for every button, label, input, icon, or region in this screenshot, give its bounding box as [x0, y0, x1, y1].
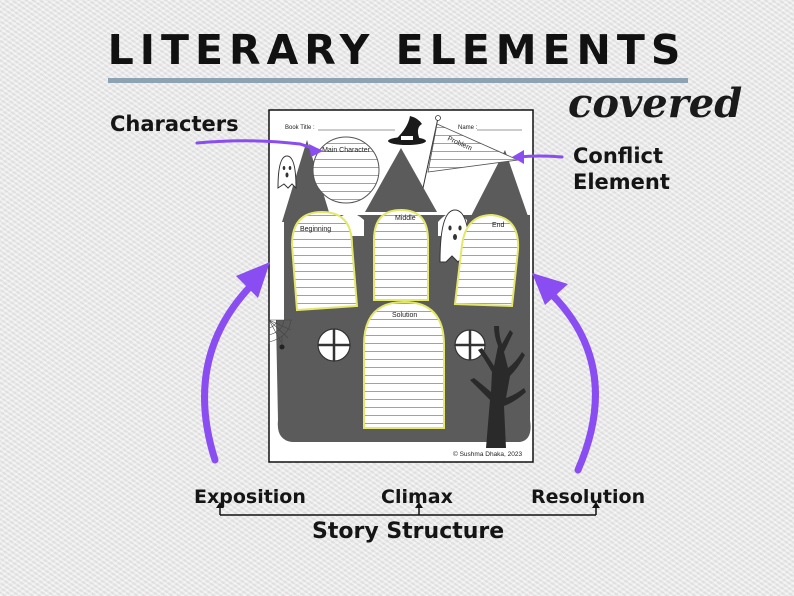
main-character-box: Main Character: [312, 136, 380, 204]
conflict-element-label: Conflict Element: [573, 143, 670, 195]
end-label: End: [492, 222, 505, 229]
title-underline: [108, 78, 688, 83]
main-character-label: Main Character: [322, 147, 371, 154]
bare-tree-icon: [470, 326, 526, 448]
solution-label: Solution: [392, 312, 417, 319]
page-title: LITERARY ELEMENTS: [107, 26, 687, 74]
name-label: Name :: [458, 125, 478, 131]
copyright-text: © Sushma Dhaka, 2023: [453, 450, 522, 458]
middle-label: Middle: [395, 215, 416, 222]
solution-box: Solution: [363, 300, 445, 429]
beginning-box: Beginning: [290, 210, 359, 312]
climax-label: Climax: [381, 486, 453, 508]
page-subtitle: covered: [568, 80, 743, 127]
end-box: End: [453, 213, 520, 308]
conflict-label-line1: Conflict: [573, 144, 664, 168]
spider-icon: [279, 336, 285, 350]
book-title-label: Book Title :: [285, 125, 315, 131]
characters-arrow: [195, 139, 320, 152]
middle-box: Middle: [373, 208, 429, 301]
round-window-icon: [454, 329, 486, 361]
exposition-arrowhead: [236, 262, 270, 298]
conflict-arrow: [516, 154, 564, 159]
witch-hat-icon: [388, 116, 426, 145]
beginning-label: Beginning: [300, 226, 331, 233]
conflict-label-line2: Element: [573, 170, 670, 194]
resolution-arrow: [538, 281, 599, 474]
pennant-flag-icon: Problem: [422, 115, 520, 189]
resolution-arrowhead: [532, 273, 568, 305]
exposition-label: Exposition: [194, 486, 306, 508]
resolution-label: Resolution: [531, 486, 646, 508]
ghost-icon: [277, 155, 297, 190]
story-structure-label: Story Structure: [312, 519, 505, 544]
round-window-icon: [317, 328, 351, 362]
characters-label: Characters: [110, 112, 239, 136]
exposition-arrow: [201, 271, 266, 464]
spider-web-icon: [268, 319, 292, 344]
